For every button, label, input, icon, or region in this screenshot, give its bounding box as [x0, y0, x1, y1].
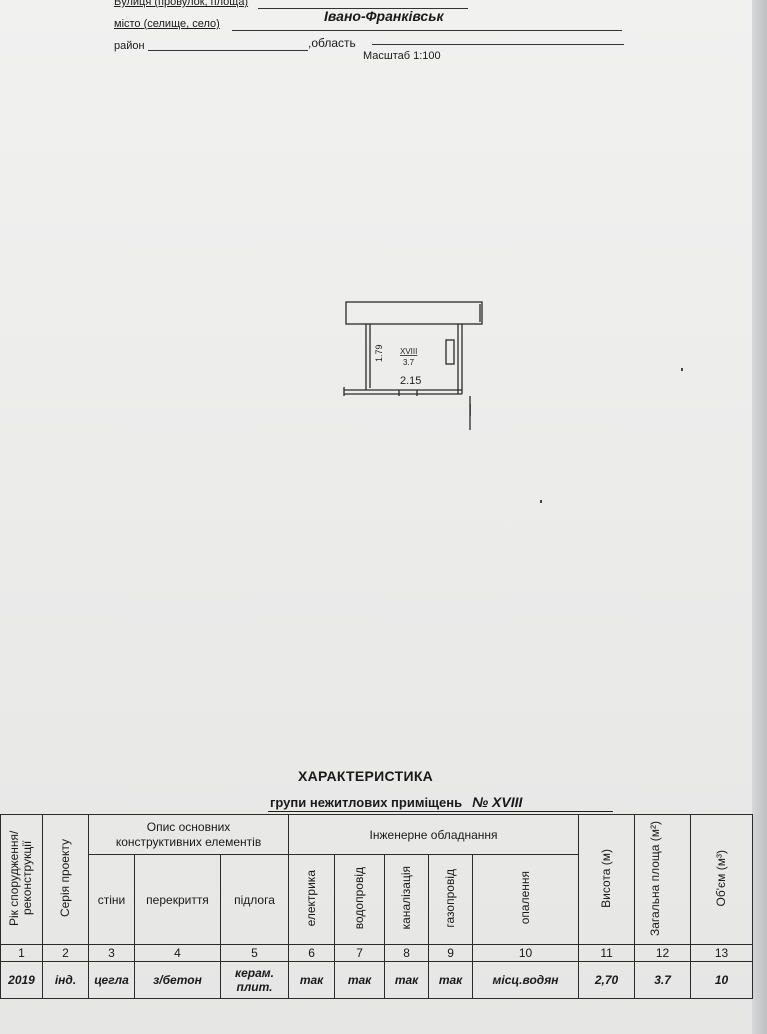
region-label: ,область — [308, 36, 356, 50]
value-electricity: так — [288, 961, 336, 999]
characteristic-title: ХАРАКТЕРИСТИКА — [298, 768, 434, 784]
value-sewage: так — [384, 961, 430, 999]
value-series: інд. — [42, 961, 89, 999]
subtitle-text: групи нежитлових приміщень — [270, 795, 463, 810]
header-volume: Об'єм (м³) — [690, 814, 754, 945]
plan-dim-vertical: 1.79 — [374, 344, 384, 362]
value-ceilings: з/бетон — [134, 961, 221, 999]
value-water: так — [334, 961, 386, 999]
column-number: 5 — [219, 944, 290, 962]
column-number: 3 — [88, 944, 135, 962]
value-heating: місц.водян — [472, 961, 580, 999]
header-electricity: електрика — [288, 854, 336, 945]
value-year: 2019 — [0, 961, 43, 999]
column-number: 4 — [134, 944, 221, 962]
street-rule — [258, 8, 468, 9]
plan-corridor-wall — [345, 301, 483, 325]
city-label-text: місто (селище, село) — [114, 18, 220, 30]
header-floor: підлога — [219, 854, 290, 945]
value-walls: цегла — [88, 961, 135, 999]
plan-room-number: XVIII — [400, 347, 417, 356]
stray-mark — [470, 404, 471, 416]
value-floor: керам.плит. — [219, 961, 290, 999]
scale-label: Масштаб 1:100 — [363, 50, 441, 62]
header-sewage: каналізація — [384, 854, 430, 945]
district-rule — [148, 50, 308, 51]
column-number: 2 — [42, 944, 89, 962]
header-height: Висота (м) — [578, 814, 636, 945]
column-number: 8 — [384, 944, 430, 962]
street-label: Вулиця (провулок, площа) — [114, 0, 249, 8]
header-walls: стіни — [88, 854, 135, 945]
value-floor-line1: керам. — [235, 966, 274, 980]
value-floor-line2: плит. — [236, 980, 273, 994]
column-number: 10 — [472, 944, 580, 962]
header-gas: газопровід — [428, 854, 474, 945]
value-area: 3.7 — [634, 961, 692, 999]
header-heating: опалення — [472, 854, 580, 945]
stray-mark — [681, 368, 683, 371]
column-number: 6 — [288, 944, 336, 962]
header-water: водопровід — [334, 854, 386, 945]
subtitle-rule — [268, 811, 613, 812]
floor-plan: 1.79 XVIII 3.7 2.15 — [343, 301, 483, 430]
characteristic-subtitle: групи нежитлових приміщень № XVIII — [270, 794, 522, 810]
column-number: 9 — [428, 944, 474, 962]
value-height: 2,70 — [578, 961, 636, 999]
header-description: Опис основних конструктивних елементів — [87, 814, 290, 855]
plan-dim-horizontal: 2.15 — [400, 375, 421, 387]
value-gas: так — [428, 961, 474, 999]
plan-room-area: 3.7 — [403, 358, 415, 367]
header-ceilings: перекриття — [134, 854, 221, 945]
column-number: 12 — [634, 944, 692, 962]
city-label: місто (селище, село) — [114, 18, 220, 30]
column-number: 1 — [0, 944, 43, 962]
page-edge — [752, 0, 767, 1034]
column-numbers-row: 1 2 3 4 5 6 7 8 9 10 11 12 13 — [0, 944, 754, 962]
header-area: Загальна площа (м²) — [634, 814, 692, 945]
stray-mark — [540, 500, 542, 503]
city-rule — [232, 30, 622, 31]
plan-fixture — [445, 339, 455, 365]
region-rule — [372, 44, 624, 45]
header-year: Рік спорудження/ реконструкції — [0, 814, 43, 945]
district-label: район — [114, 40, 145, 52]
city-value: Івано-Франківськ — [324, 8, 444, 24]
value-volume: 10 — [690, 961, 754, 999]
column-number: 13 — [690, 944, 754, 962]
header-series: Серія проекту — [42, 814, 89, 945]
values-row: 2019 інд. цегла з/бетон керам.плит. так … — [0, 961, 754, 999]
column-number: 11 — [578, 944, 636, 962]
header-engineering: Інженерне обладнання — [288, 814, 580, 855]
characteristic-table: Рік спорудження/ реконструкції Серія про… — [0, 814, 754, 999]
group-number: № XVIII — [472, 794, 523, 810]
column-number: 7 — [334, 944, 386, 962]
